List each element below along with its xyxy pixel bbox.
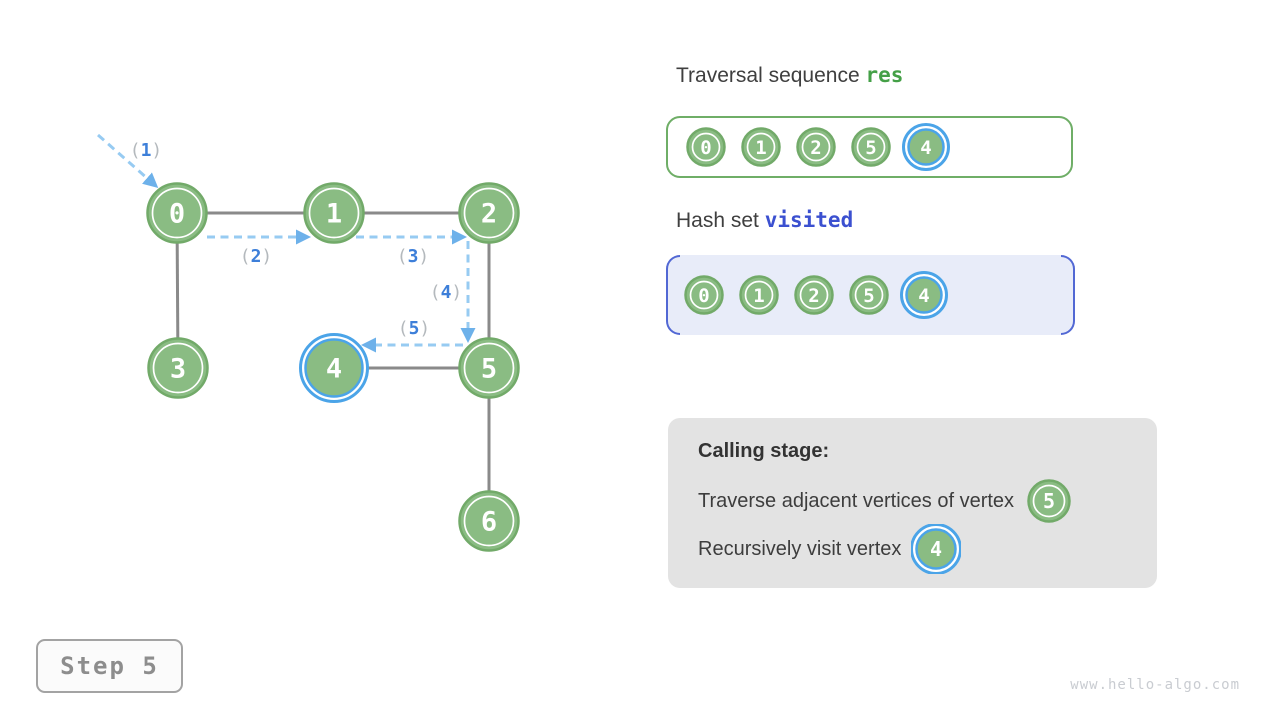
svg-text:2: 2 <box>481 199 497 230</box>
traversal-sequence-box: 0 1 2 5 4 <box>666 116 1073 178</box>
order-label-3: (3) <box>397 246 430 267</box>
sequence-item-1-circle: 1 <box>741 127 781 167</box>
visited-item-5: 5 <box>849 275 889 315</box>
svg-text:4: 4 <box>326 354 342 385</box>
calling-stage-title: Calling stage: <box>698 440 830 462</box>
visited-title-text: Hash set <box>676 209 759 232</box>
calling-vertex-5-circle: 5 <box>1027 479 1071 523</box>
visited-item-2-circle: 2 <box>794 275 834 315</box>
step-order-labels: (1) (2) (3)(4) (5) <box>130 140 463 339</box>
sequence-item-5: 5 <box>851 127 891 167</box>
visited-item-5-circle: 5 <box>849 275 889 315</box>
calling-vertex-5: 5 <box>1027 479 1071 523</box>
graph-nodes: 0 1 2 3 4 5 6 <box>146 182 520 552</box>
svg-text:4: 4 <box>918 285 929 307</box>
svg-text:5: 5 <box>865 137 876 159</box>
svg-text:0: 0 <box>700 137 711 159</box>
calling-line-2: Recursively visit vertex 4 <box>698 524 1157 574</box>
calling-line-text: Recursively visit vertex <box>698 537 902 560</box>
svg-text:4: 4 <box>930 537 942 561</box>
graph-node-4: 4 <box>299 333 369 403</box>
visited-code-label: visited <box>764 208 854 232</box>
order-label-5: (5) <box>398 318 431 339</box>
graph-node-1: 1 <box>303 182 365 244</box>
svg-text:5: 5 <box>863 285 874 307</box>
sequence-item-5-circle: 5 <box>851 127 891 167</box>
order-label-4: (4) <box>430 282 463 303</box>
svg-text:2: 2 <box>808 285 819 307</box>
svg-text:1: 1 <box>753 285 764 307</box>
visited-item-0-circle: 0 <box>684 275 724 315</box>
sequence-panel-title: Traversal sequence res <box>676 63 903 88</box>
svg-text:0: 0 <box>169 199 185 230</box>
visited-item-1-circle: 1 <box>739 275 779 315</box>
visited-item-1: 1 <box>739 275 779 315</box>
step-indicator: Step 5 <box>36 639 183 693</box>
svg-text:3: 3 <box>170 354 186 385</box>
graph-node-6: 6 <box>458 490 520 552</box>
order-label-1: (1) <box>130 140 163 161</box>
svg-text:1: 1 <box>755 137 766 159</box>
graph-node-0: 0 <box>146 182 208 244</box>
calling-vertex-4-circle: 4 <box>911 524 962 574</box>
visited-item-4-circle: 4 <box>900 271 948 319</box>
sequence-item-4-circle: 4 <box>902 123 950 171</box>
sequence-item-0-circle: 0 <box>686 127 726 167</box>
hash-set-box: 0 1 2 5 4 <box>666 255 1075 335</box>
watermark: www.hello-algo.com <box>1070 677 1240 693</box>
visited-item-0: 0 <box>684 275 724 315</box>
graph-node-2: 2 <box>458 182 520 244</box>
svg-text:0: 0 <box>698 285 709 307</box>
svg-text:6: 6 <box>481 507 497 538</box>
svg-text:1: 1 <box>326 199 342 230</box>
visited-item-4: 4 <box>900 271 948 319</box>
graph-node-3: 3 <box>147 337 209 399</box>
svg-text:2: 2 <box>810 137 821 159</box>
traversal-arrows <box>97 133 476 353</box>
order-label-2: (2) <box>240 246 273 267</box>
calling-stage-box: Calling stage: Traverse adjacent vertice… <box>668 418 1157 588</box>
calling-line-text: Traverse adjacent vertices of vertex <box>698 489 1015 512</box>
graph-diagram: (1) (2) (3)(4) (5) 0 1 2 3 4 5 6 <box>97 133 520 552</box>
svg-text:5: 5 <box>481 354 497 385</box>
visited-panel-title: Hash set visited <box>676 208 853 233</box>
visited-item-2: 2 <box>794 275 834 315</box>
sequence-item-1: 1 <box>741 127 781 167</box>
hash-set-row: 0 1 2 5 4 <box>666 255 1075 335</box>
sequence-code-label: res <box>865 63 904 87</box>
calling-vertex-4: 4 <box>911 524 962 574</box>
sequence-title-text: Traversal sequence <box>676 64 860 87</box>
sequence-item-2-circle: 2 <box>796 127 836 167</box>
sequence-item-0: 0 <box>686 127 726 167</box>
calling-line-1: Traverse adjacent vertices of vertex 5 <box>698 477 1157 525</box>
svg-text:4: 4 <box>920 137 931 159</box>
graph-node-5: 5 <box>458 337 520 399</box>
sequence-item-4: 4 <box>902 123 950 171</box>
sequence-item-2: 2 <box>796 127 836 167</box>
svg-text:5: 5 <box>1043 489 1055 513</box>
